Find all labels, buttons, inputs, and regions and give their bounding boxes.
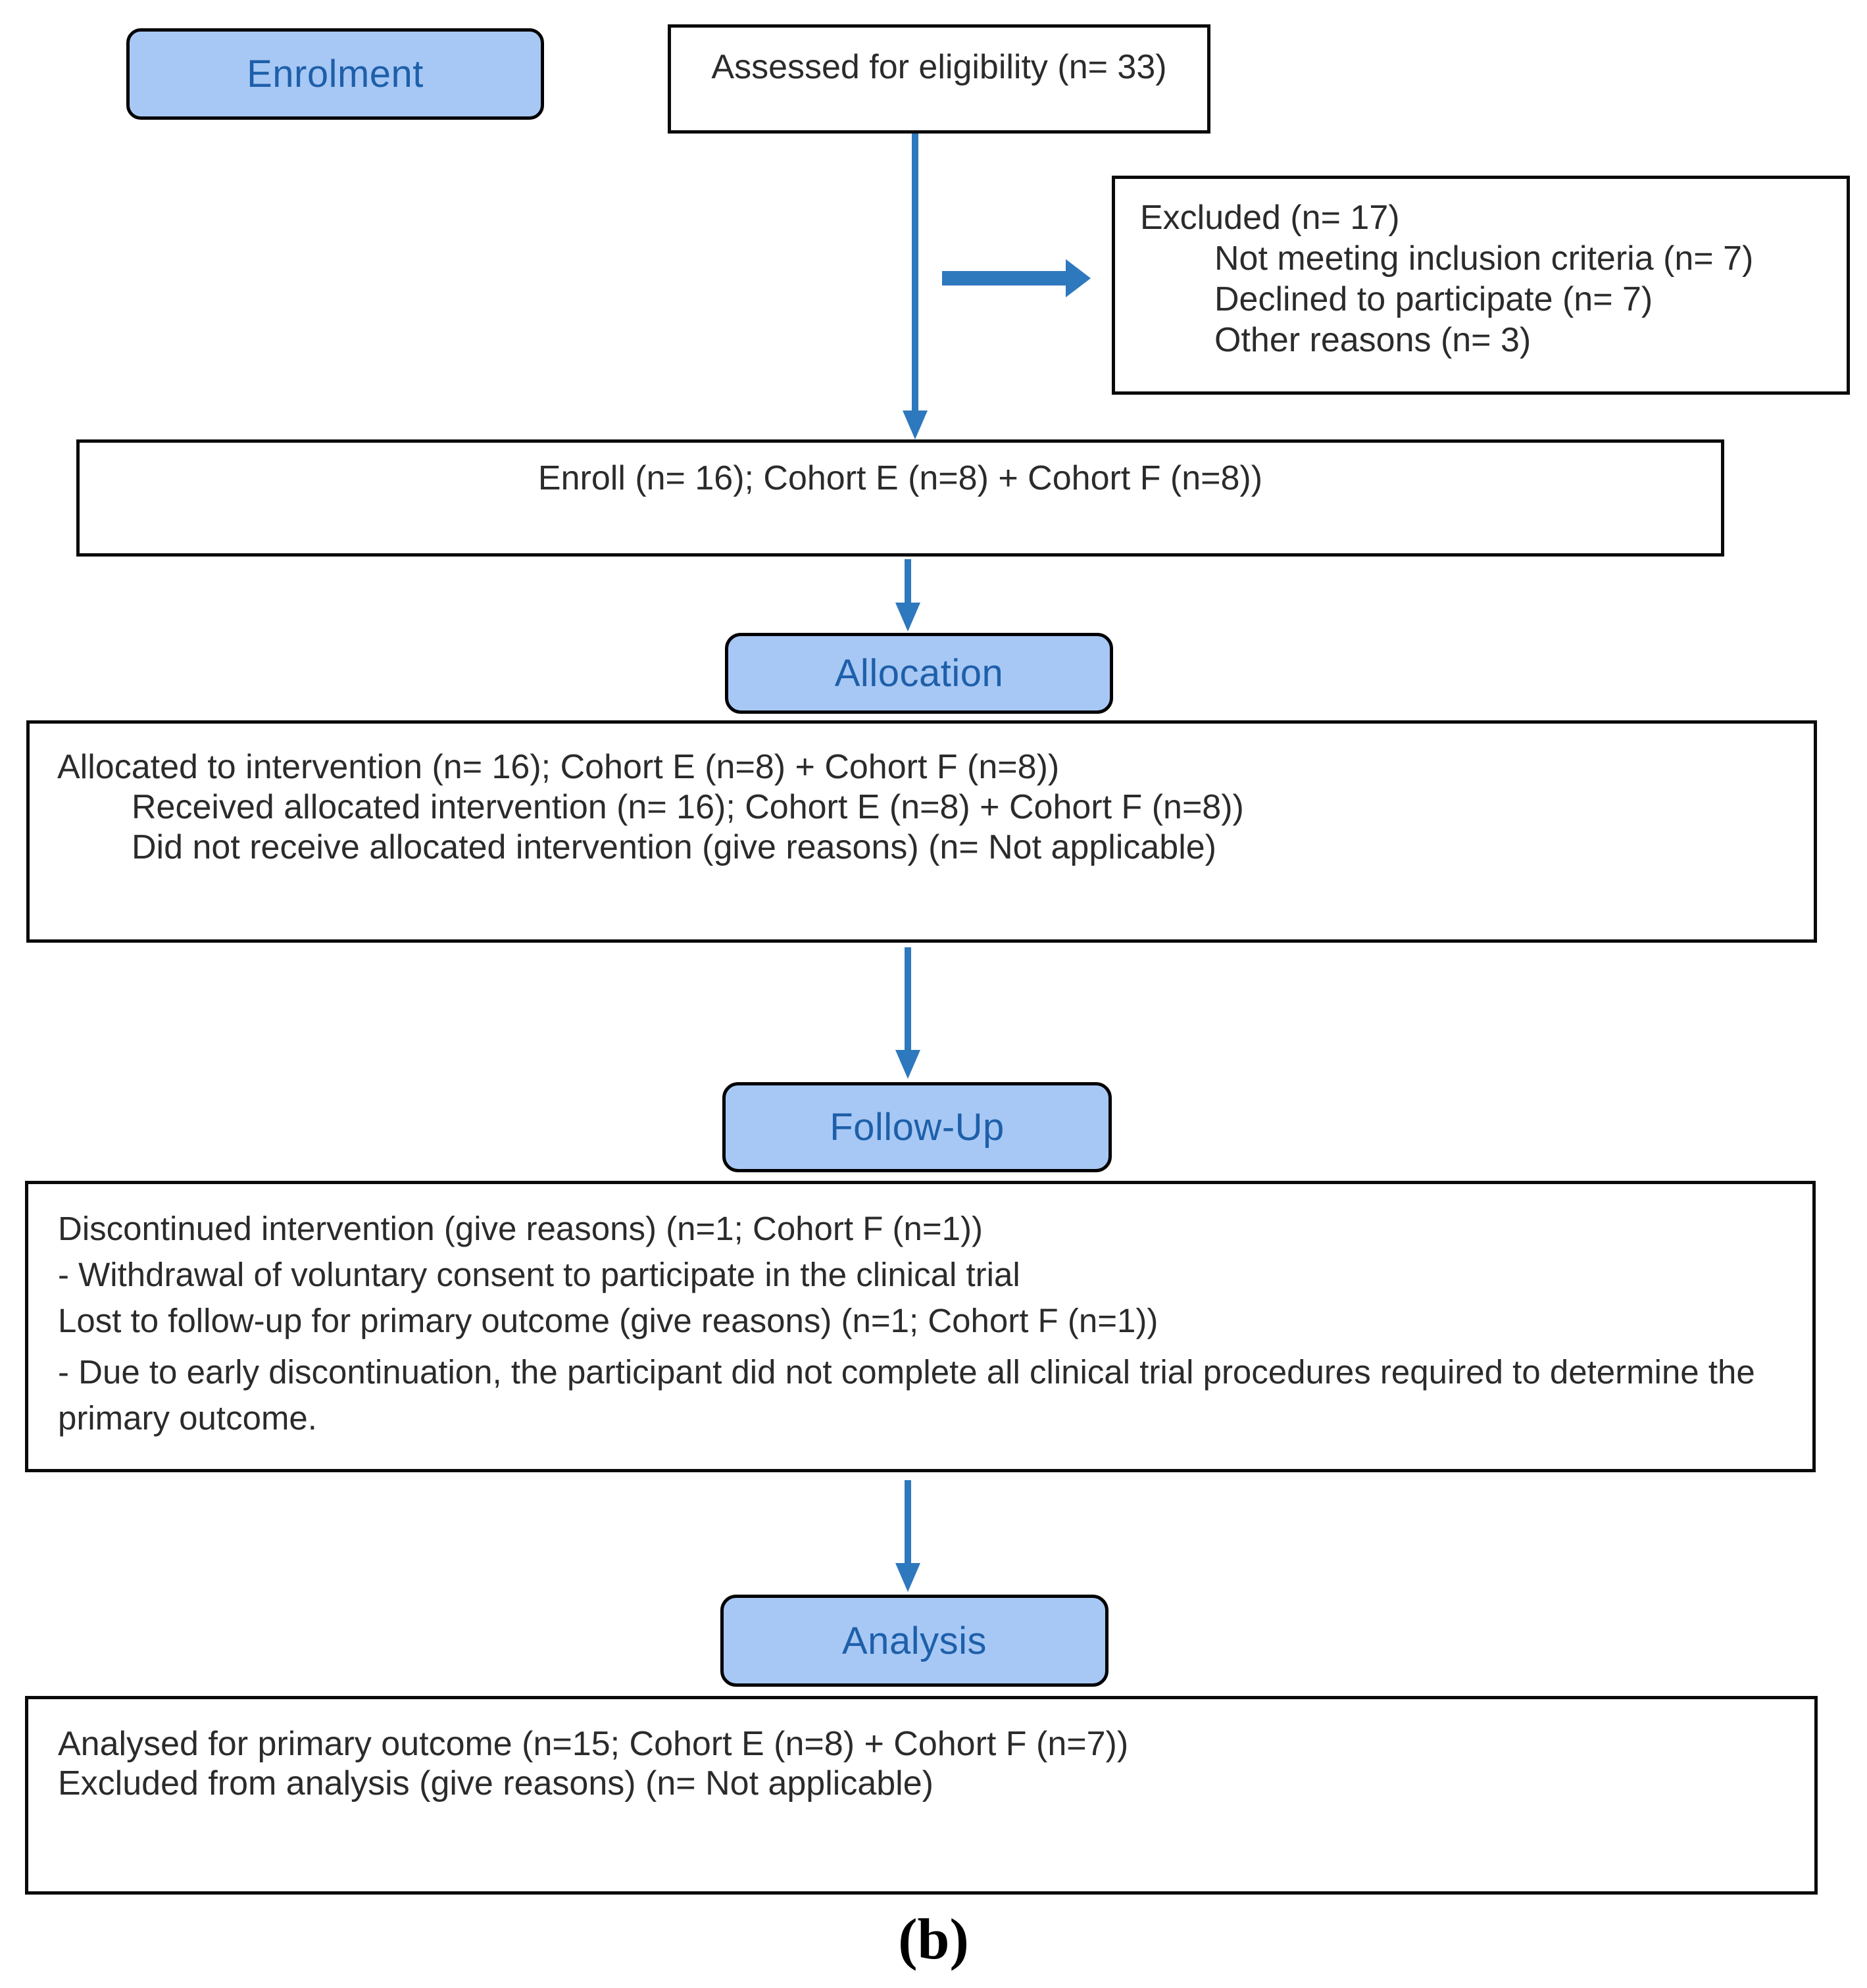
excluded-line: Other reasons (n= 3): [1214, 321, 1531, 359]
follow-up-line: Discontinued intervention (give reasons)…: [58, 1210, 983, 1247]
enroll-box: Enroll (n= 16); Cohort E (n=8) + Cohort …: [76, 439, 1724, 557]
excluded-line: Excluded (n= 17): [1140, 199, 1400, 237]
excluded-box: Excluded (n= 17) Not meeting inclusion c…: [1112, 176, 1850, 395]
arrow-allocation-to-followup-head: [895, 1050, 920, 1079]
stage-label-follow-up: Follow-Up: [830, 1106, 1005, 1149]
arrow-allocation-to-followup-shaft: [905, 947, 911, 1053]
arrow-assessed-to-enroll-head: [903, 410, 928, 439]
stage-box-enrolment: Enrolment: [126, 28, 544, 120]
allocation-line: Received allocated intervention (n= 16);…: [132, 788, 1244, 826]
arrow-to-excluded-shaft: [942, 271, 1067, 286]
assessed-eligibility-text: Assessed for eligibility (n= 33): [711, 48, 1167, 86]
analysis-details-box: Analysed for primary outcome (n=15; Coho…: [25, 1696, 1818, 1895]
excluded-line: Not meeting inclusion criteria (n= 7): [1214, 239, 1754, 278]
allocation-line: Did not receive allocated intervention (…: [132, 828, 1216, 866]
stage-label-analysis: Analysis: [842, 1619, 987, 1662]
arrow-assessed-to-enroll-shaft: [912, 134, 918, 412]
arrow-followup-to-analysis-head: [895, 1563, 920, 1592]
allocation-details-box: Allocated to intervention (n= 16); Cohor…: [26, 720, 1817, 943]
follow-up-line: - Withdrawal of voluntary consent to par…: [58, 1256, 1020, 1293]
arrow-followup-to-analysis-shaft: [905, 1480, 911, 1566]
arrow-to-excluded-head: [1066, 259, 1091, 297]
follow-up-details-box: Discontinued intervention (give reasons)…: [25, 1181, 1816, 1472]
analysis-line: Analysed for primary outcome (n=15; Coho…: [58, 1725, 1129, 1763]
stage-label-allocation: Allocation: [834, 652, 1004, 695]
stage-box-analysis: Analysis: [720, 1595, 1108, 1687]
stage-box-follow-up: Follow-Up: [722, 1082, 1112, 1172]
stage-box-allocation: Allocation: [725, 633, 1113, 714]
excluded-line: Declined to participate (n= 7): [1214, 280, 1653, 318]
enroll-text: Enroll (n= 16); Cohort E (n=8) + Cohort …: [537, 459, 1263, 497]
follow-up-line: Lost to follow-up for primary outcome (g…: [58, 1302, 1158, 1339]
stage-label-enrolment: Enrolment: [247, 53, 424, 95]
analysis-line: Excluded from analysis (give reasons) (n…: [58, 1764, 934, 1802]
assessed-eligibility-box: Assessed for eligibility (n= 33): [668, 24, 1210, 134]
figure-caption: (b): [898, 1908, 969, 1972]
arrow-enroll-to-allocation-head: [895, 603, 920, 632]
follow-up-line: - Due to early discontinuation, the part…: [58, 1353, 1755, 1437]
arrow-enroll-to-allocation-shaft: [905, 559, 911, 605]
allocation-line: Allocated to intervention (n= 16); Cohor…: [57, 748, 1060, 786]
